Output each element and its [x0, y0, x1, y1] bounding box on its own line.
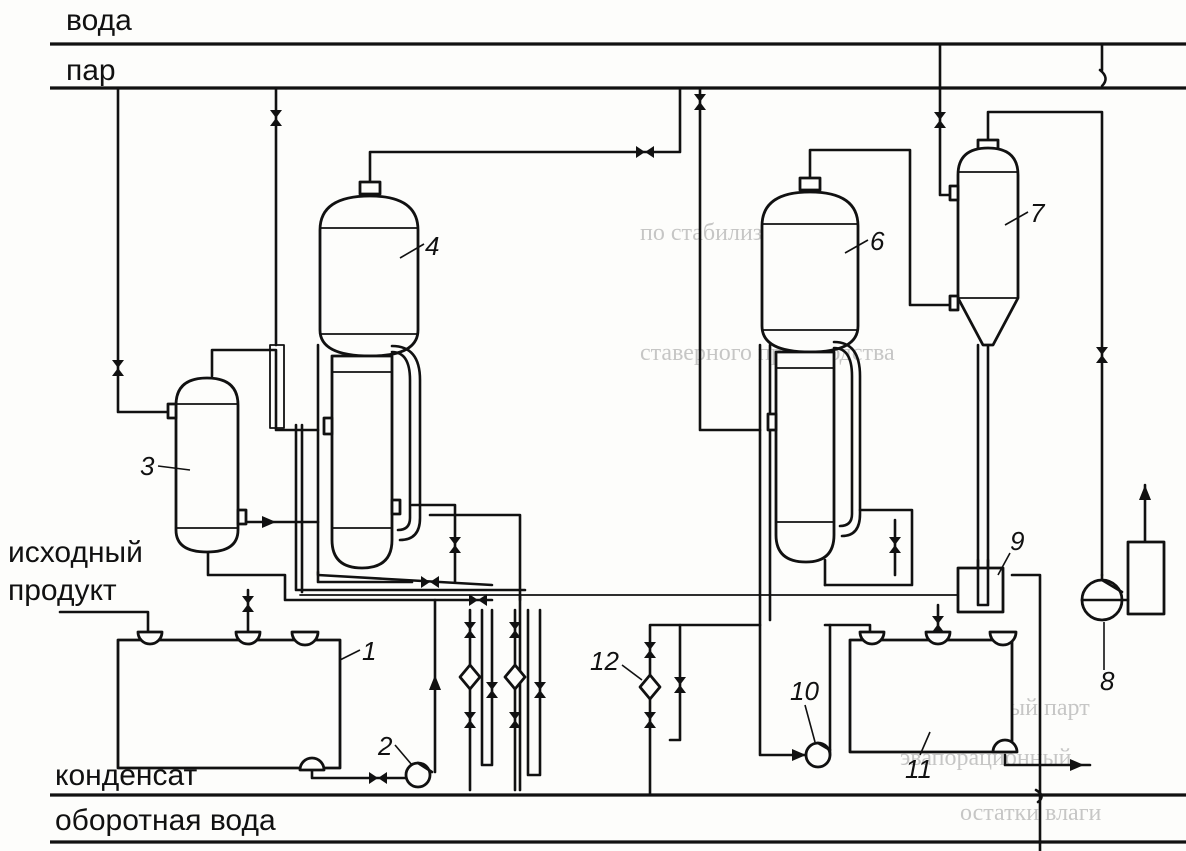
unit-label-11: 11 — [905, 754, 932, 784]
barometric-box-9 — [956, 558, 1005, 614]
heater-3 — [166, 376, 248, 554]
ghost-text-2: ставерного производства — [640, 340, 895, 366]
valves — [112, 94, 1108, 784]
feed-label-line1: исходный — [8, 536, 143, 569]
unit-label-7: 7 — [1030, 198, 1046, 228]
unit-label-1: 1 — [362, 636, 376, 666]
unit-numbers: 1 2 3 4 6 7 8 9 10 11 12 — [140, 198, 1115, 784]
pump-10 — [804, 741, 832, 769]
evaporator-4 — [318, 180, 422, 570]
sight-glasses — [458, 663, 662, 701]
vacuum-pump-8 — [1080, 540, 1166, 622]
evaporator-6 — [760, 176, 862, 564]
unit-label-9: 9 — [1010, 526, 1024, 556]
water-label: вода — [66, 4, 132, 37]
unit-label-4: 4 — [425, 231, 439, 261]
feed-tank-1 — [116, 630, 342, 772]
receiver-tank-11 — [848, 630, 1019, 754]
condenser-7 — [948, 138, 1020, 347]
unit-label-10: 10 — [790, 676, 819, 706]
feed-label-line2: продукт — [8, 574, 117, 607]
pump-2 — [404, 761, 434, 789]
unit-label-2: 2 — [377, 731, 393, 761]
ghost-text-5: остатки влаги — [960, 800, 1102, 826]
unit-label-6: 6 — [870, 226, 885, 256]
steam-label: пар — [66, 54, 116, 87]
main-headers — [50, 42, 1186, 844]
unit-label-3: 3 — [140, 451, 155, 481]
unit-label-8: 8 — [1100, 666, 1115, 696]
unit-label-12: 12 — [590, 646, 619, 676]
cooling-water-label: оборотная вода — [55, 804, 276, 837]
